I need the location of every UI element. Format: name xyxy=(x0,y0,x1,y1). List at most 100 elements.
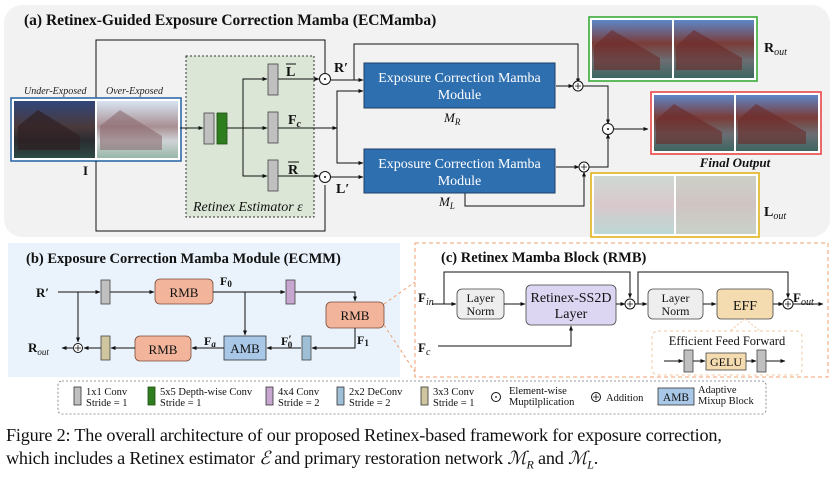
svg-text:Layer: Layer xyxy=(555,307,588,322)
fa-label: Fa xyxy=(204,334,216,349)
svg-text:Adaptive: Adaptive xyxy=(698,385,737,396)
conv3x3-block xyxy=(100,335,111,361)
svg-text:Module: Module xyxy=(438,174,482,189)
fin-label: Fin xyxy=(418,290,434,308)
legend-item-addition: Addition xyxy=(591,392,644,404)
r-out-images: Rout xyxy=(588,16,787,82)
caption-line-1: Figure 2: The overall architecture of ou… xyxy=(6,425,722,445)
legend-item-amb: AMB Adaptive Mixup Block xyxy=(657,385,754,407)
add-node-c2 xyxy=(782,298,794,310)
conv1x1-block xyxy=(203,112,215,145)
svg-text:1x1 Conv: 1x1 Conv xyxy=(86,387,128,398)
svg-text:RMB: RMB xyxy=(341,308,370,323)
ecm-module-r: Exposure Correction Mamba Module MR xyxy=(363,62,556,127)
under-exposed-label: Under-Exposed xyxy=(24,86,88,97)
input-i-label: I xyxy=(83,163,88,178)
svg-text:Retinex-SS2D: Retinex-SS2D xyxy=(531,291,612,306)
over-exposed-label: Over-Exposed xyxy=(106,86,164,97)
panel-c-frame xyxy=(414,242,829,378)
legend: 1x1 Conv Stride = 1 5x5 Depth-wise Conv … xyxy=(57,380,767,415)
legend-item-multiply: Element-wise Muptilplication xyxy=(491,386,575,408)
input-images: Under-Exposed Over-Exposed I xyxy=(10,84,182,178)
l-prime-label: L′ xyxy=(336,182,349,197)
add-node-c1 xyxy=(624,298,636,310)
svg-text:4x4 Conv: 4x4 Conv xyxy=(278,387,320,398)
svg-text:RMB: RMB xyxy=(149,342,178,357)
l-out-label: Lout xyxy=(764,205,786,222)
eff-detail-frame xyxy=(651,330,803,376)
panel-c-title: (c) Retinex Mamba Block (RMB) xyxy=(441,250,647,266)
svg-text:AMB: AMB xyxy=(230,341,260,356)
caption-line-2: which includes a Retinex estimator ℰ and… xyxy=(6,448,599,472)
final-output-label: Final Output xyxy=(699,155,771,170)
multiply-node-l xyxy=(319,171,331,183)
l-out-images: Lout xyxy=(590,172,786,238)
deconv2x2-block xyxy=(301,335,312,361)
svg-text:Exposure Correction Mamba: Exposure Correction Mamba xyxy=(378,71,541,86)
b-output-label: Rout xyxy=(28,340,49,357)
svg-text:3x3 Conv: 3x3 Conv xyxy=(433,387,475,398)
conv1x1-block-fc xyxy=(267,111,279,144)
retinex-estimator: L Fc R Retinex Estimator ε xyxy=(185,55,315,218)
eff-conv-1 xyxy=(683,349,694,373)
architecture-diagram: (a) Retinex-Guided Exposure Correction M… xyxy=(4,5,830,415)
svg-text:5x5 Depth-wise Conv: 5x5 Depth-wise Conv xyxy=(160,387,253,398)
legend-item-deconv2x2: 2x2 DeConv Stride = 2 xyxy=(336,386,403,409)
amb-block xyxy=(223,335,267,361)
f1-label: F1 xyxy=(357,333,369,348)
panel-b-diagram: R′ RMB F0 RMB F1 F′0 AMB Fa RMB Rout xyxy=(28,274,385,362)
svg-text:AMB: AMB xyxy=(663,392,690,404)
svg-text:Mixup Block: Mixup Block xyxy=(698,396,754,407)
r-out-label: Rout xyxy=(764,41,787,58)
add-node-l xyxy=(578,161,590,173)
legend-item-conv3x3: 3x3 Conv Stride = 1 xyxy=(420,386,475,409)
conv4x4-block xyxy=(285,279,296,305)
conv1x1-block xyxy=(100,279,111,305)
panel-c-diagram: Fin Fc Layer Norm Retinex-SS2D Layer Lay… xyxy=(418,271,824,376)
svg-text:EFF: EFF xyxy=(733,299,757,314)
f0-prime-label: F′0 xyxy=(281,332,293,350)
ecm-module-l: Exposure Correction Mamba Module ML xyxy=(363,148,556,211)
r-prime-label: R′ xyxy=(334,61,348,76)
f0-label: F0 xyxy=(220,274,232,289)
multiply-node-final xyxy=(602,123,614,135)
svg-text:RMB: RMB xyxy=(170,285,199,300)
svg-text:Module: Module xyxy=(438,88,482,103)
module-l-name: ML xyxy=(438,194,455,211)
svg-text:Stride = 1: Stride = 1 xyxy=(86,398,128,409)
add-node-r xyxy=(572,80,584,92)
svg-text:Stride = 2: Stride = 2 xyxy=(349,398,391,409)
final-output-images: Final Output xyxy=(650,91,822,170)
legend-item-dwconv5x5: 5x5 Depth-wise Conv Stride = 1 xyxy=(147,386,253,409)
r-bar-label: R xyxy=(288,163,299,178)
legend-item-conv1x1: 1x1 Conv Stride = 1 xyxy=(73,386,128,409)
svg-text:Exposure Correction Mamba: Exposure Correction Mamba xyxy=(378,157,541,172)
add-node-b xyxy=(73,343,83,353)
panel-a-connections xyxy=(95,39,649,232)
svg-text:GELU: GELU xyxy=(710,355,742,369)
fc-label: Fc xyxy=(418,340,431,358)
panel-a-title: (a) Retinex-Guided Exposure Correction M… xyxy=(24,12,436,29)
svg-text:2x2 DeConv: 2x2 DeConv xyxy=(349,387,403,398)
estimator-label: Retinex Estimator ε xyxy=(192,200,303,215)
l-bar-label: L xyxy=(286,65,295,80)
fc-label: Fc xyxy=(288,113,302,130)
conv1x1-block-r xyxy=(267,159,279,192)
eff-title: Efficient Feed Forward xyxy=(669,334,786,348)
svg-text:Stride = 1: Stride = 1 xyxy=(160,398,202,409)
figure-caption: Figure 2: The overall architecture of ou… xyxy=(6,424,834,477)
panel-b-title: (b) Exposure Correction Mamba Module (EC… xyxy=(26,251,341,267)
svg-text:Stride = 2: Stride = 2 xyxy=(278,398,320,409)
svg-text:Stride = 1: Stride = 1 xyxy=(433,398,475,409)
svg-text:Layer: Layer xyxy=(467,291,495,305)
b-input-label: R′ xyxy=(36,285,49,300)
svg-text:Addition: Addition xyxy=(606,393,644,404)
legend-item-conv4x4: 4x4 Conv Stride = 2 xyxy=(265,386,320,409)
dwconv5x5-block xyxy=(216,112,228,145)
svg-text:Element-wise: Element-wise xyxy=(509,386,567,397)
multiply-node-r xyxy=(319,73,331,85)
retinex-ss2d-layer xyxy=(525,284,617,326)
eff-conv-2 xyxy=(756,349,767,373)
svg-text:Norm: Norm xyxy=(467,304,496,318)
svg-text:Layer: Layer xyxy=(662,291,690,305)
